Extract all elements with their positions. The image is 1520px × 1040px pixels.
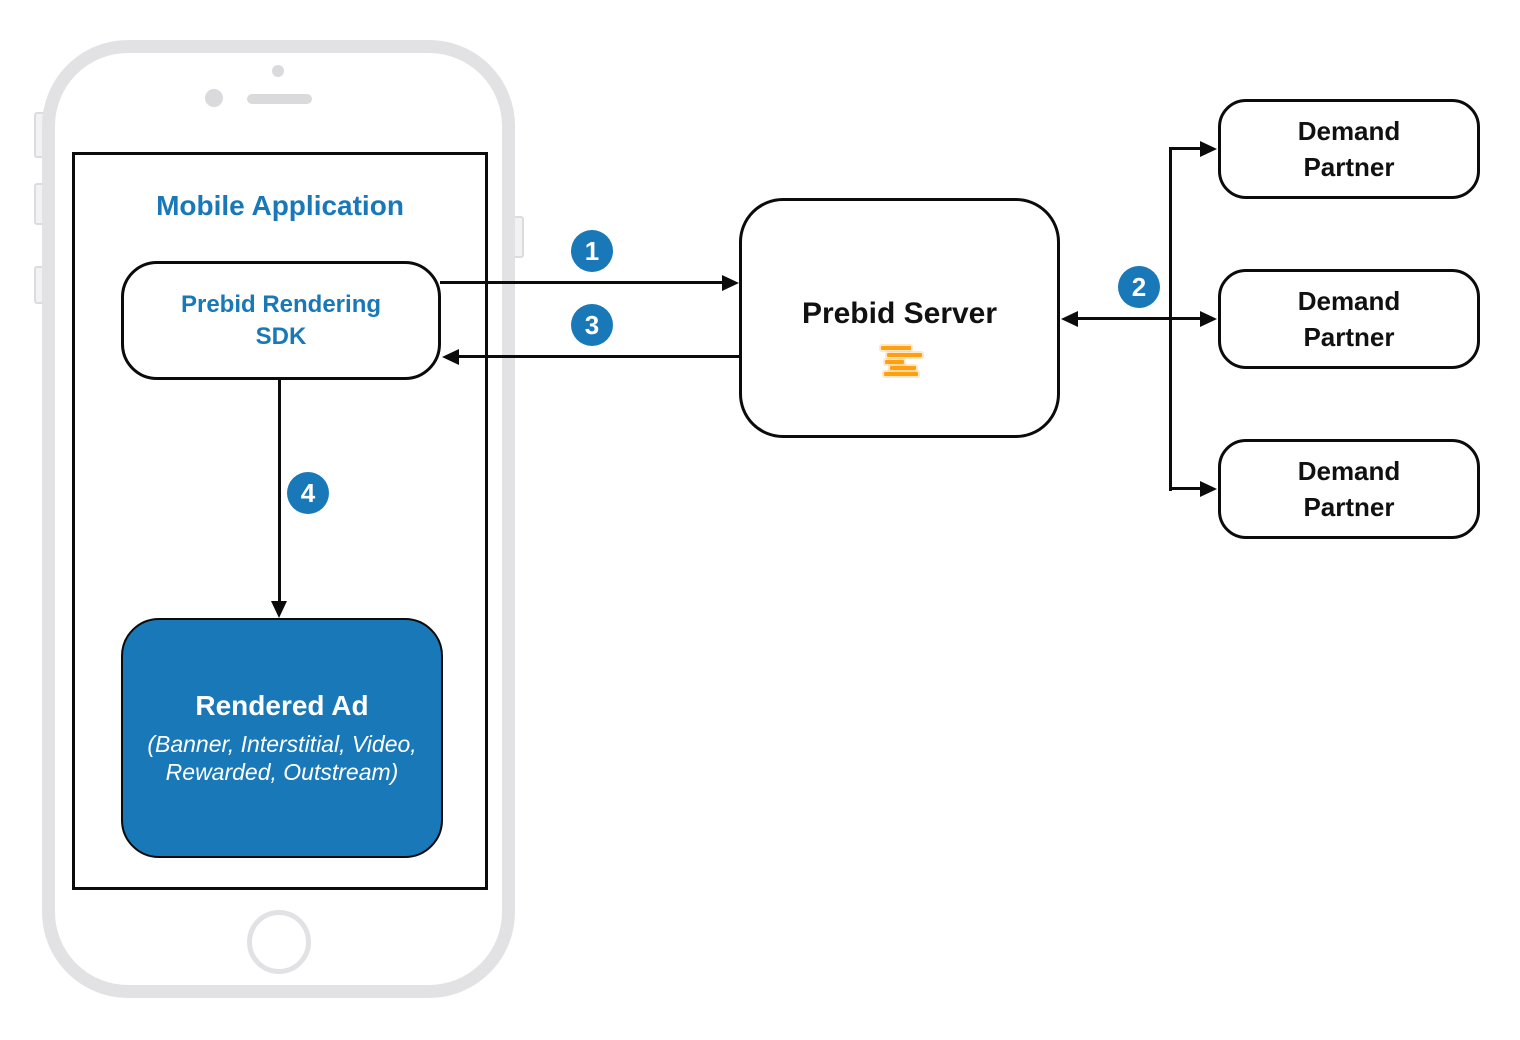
prebid-rendering-sdk-label: Prebid Rendering SDK <box>180 290 382 350</box>
demand-partner-label: Demand Partner <box>1297 456 1401 522</box>
prebid-logo-bar <box>884 360 904 364</box>
step-badge-3: 3 <box>571 304 613 346</box>
arrow-server-to-sdk-line <box>457 355 739 358</box>
demand-partner-box-3: Demand Partner <box>1218 439 1480 539</box>
step-badge-2: 2 <box>1118 266 1160 308</box>
rendered-ad-box: Rendered Ad (Banner, Interstitial, Video… <box>121 618 443 858</box>
prebid-logo-bar <box>883 372 918 376</box>
arrow-sdk-to-rendered-ad-line <box>278 380 281 603</box>
arrow-sdk-to-rendered-ad-head-icon <box>271 601 287 618</box>
arrow-sdk-to-server-line <box>440 281 724 284</box>
prebid-server-box: Prebid Server <box>739 198 1060 438</box>
demand-partner-box-2: Demand Partner <box>1218 269 1480 369</box>
phone-speaker-icon <box>247 94 312 104</box>
phone-sensor-dot-icon <box>272 65 284 77</box>
demand-partner-label: Demand Partner <box>1297 116 1401 182</box>
demand-partner-label: Demand Partner <box>1297 286 1401 352</box>
step-badge-4: 4 <box>287 472 329 514</box>
prebid-rendering-sdk-box: Prebid Rendering SDK <box>121 261 441 380</box>
branch-to-demand-3-head-icon <box>1200 481 1217 497</box>
rendered-ad-title: Rendered Ad <box>195 690 369 721</box>
branch-to-demand-2-head-icon <box>1200 311 1217 327</box>
prebid-logo-icon <box>875 345 925 382</box>
branch-to-demand-1-head-icon <box>1200 141 1217 157</box>
arrow-server-to-sdk-head-icon <box>442 349 459 365</box>
arrow-server-to-demand-line <box>1077 317 1171 320</box>
branch-to-demand-1-line <box>1170 147 1202 150</box>
arrow-sdk-to-server-head-icon <box>722 275 739 291</box>
branch-to-demand-2-line <box>1170 317 1202 320</box>
mobile-application-title: Mobile Application <box>156 190 404 221</box>
branch-to-demand-3-line <box>1170 487 1202 490</box>
arrow-demand-to-server-head-icon <box>1061 311 1078 327</box>
prebid-server-label: Prebid Server <box>801 297 998 330</box>
rendered-ad-subtitle: (Banner, Interstitial, Video, Rewarded, … <box>147 731 417 785</box>
prebid-logo-bar <box>880 346 911 350</box>
demand-partner-box-1: Demand Partner <box>1218 99 1480 199</box>
prebid-logo-bar <box>886 353 922 357</box>
phone-home-button-icon <box>247 910 311 974</box>
phone-camera-icon <box>205 89 223 107</box>
prebid-logo-bar <box>889 366 916 370</box>
step-badge-1: 1 <box>571 230 613 272</box>
